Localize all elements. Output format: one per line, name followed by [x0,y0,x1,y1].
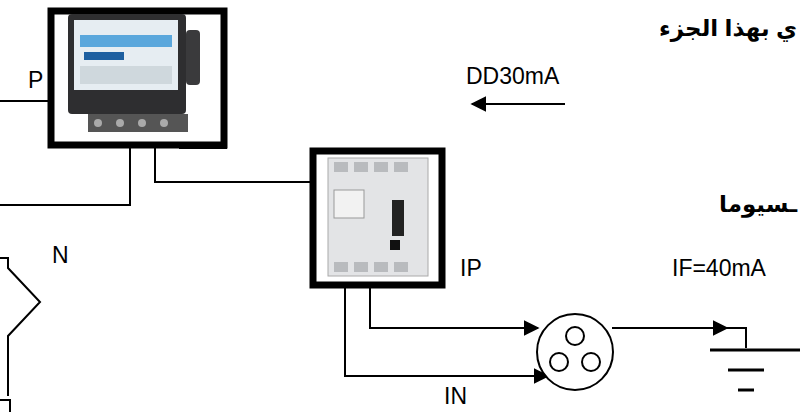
current-label: IP [460,256,482,281]
energy-meter [68,14,200,132]
residual-current-device [328,158,428,276]
side-figure [0,258,40,396]
neutral-output-wire [345,288,548,376]
device-label: DD30mA [466,64,559,89]
fault-current-label: IF=40mA [672,256,766,281]
earth-wire [720,328,746,348]
current-label: IN [444,384,467,409]
fault-current-arrow [612,327,727,329]
neutral-label: N [52,243,69,268]
meter-frame [51,11,224,145]
rcd-frame [313,151,442,285]
side-figure [0,400,10,412]
pointer-arrow [472,103,565,105]
ground-symbol [710,350,800,390]
phase-label: P [28,68,43,93]
arabic-heading: ي بهذا الجزء [659,16,797,41]
socket-symbol [537,314,613,390]
phase-output-wire [370,288,538,328]
arabic-note: ـسيوما [719,192,797,217]
